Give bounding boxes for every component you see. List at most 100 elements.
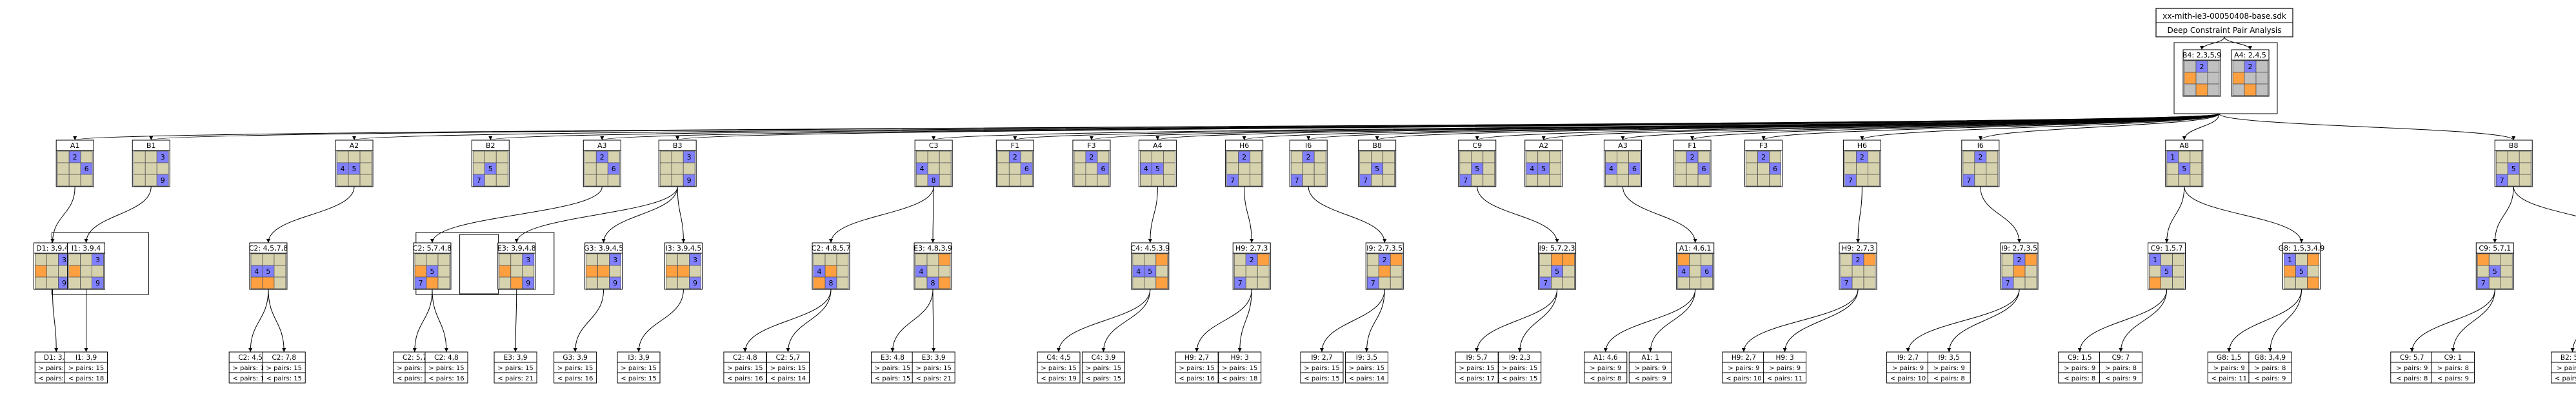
leaf-greater-pairs: > pairs: 15	[1179, 365, 1214, 372]
grid-cell	[57, 174, 70, 187]
grid-cell	[1852, 276, 1864, 289]
level3-edge	[601, 186, 678, 243]
grid-cell	[584, 150, 597, 163]
cell-digit: 2	[2200, 63, 2204, 71]
leaf-less-pairs: < pairs: 9	[1635, 375, 1666, 382]
grid-cell	[659, 162, 672, 175]
grid-cell	[1674, 162, 1687, 175]
grid-cell	[145, 162, 157, 175]
leaf-less-pairs: < pairs: 9	[2254, 375, 2286, 382]
leaf-title: H9: 2,7	[1732, 354, 1756, 362]
leaf-greater-pairs: > pairs: 15	[1041, 365, 1076, 372]
grid-cell	[2001, 253, 2014, 266]
cell-digit: 3	[687, 153, 692, 161]
leaf-title: C9: 1	[2444, 354, 2462, 362]
leaf-greater-pairs: > pairs: 15	[497, 365, 533, 372]
grid-cell	[595, 174, 608, 187]
grid-cell	[336, 174, 349, 187]
grid-cell	[472, 162, 485, 175]
grid-cell	[348, 150, 361, 163]
leaf-greater-pairs: > pairs: 15	[727, 365, 763, 372]
node-title: B8	[2509, 141, 2519, 150]
leaf-title: H9: 2,7	[1184, 354, 1209, 362]
leaf-box	[1498, 351, 1542, 384]
leaf-less-pairs: < pairs: 11	[2212, 375, 2247, 382]
grid-cell	[2207, 72, 2220, 85]
grid-cell	[484, 174, 497, 187]
leaf-node: E3: 3,9> pairs: 15< pairs: 21	[912, 351, 955, 384]
cell-digit: 7	[1966, 176, 1971, 185]
grid-cell	[836, 276, 849, 289]
grid-cell	[1390, 276, 1403, 289]
grid-cell	[584, 162, 597, 175]
leaf-less-pairs: < pairs: 17	[1459, 375, 1494, 382]
grid-cell	[813, 253, 826, 266]
node-title: I6	[1305, 141, 1312, 150]
level3-edge	[50, 186, 75, 243]
grid-cell	[938, 253, 951, 266]
cell-digit: 5	[1148, 267, 1152, 276]
node-title: A2	[350, 141, 359, 150]
leaf-box	[2099, 351, 2142, 384]
cell-digit: 2	[1978, 153, 1982, 161]
leaf-greater-pairs: > pairs: 9	[1769, 365, 1801, 372]
level2-edge	[1690, 113, 2220, 141]
level3-node: I9: 2,7,3,527	[2000, 242, 2039, 290]
grid-cell	[1986, 150, 1999, 163]
leaf-title: C4: 3,9	[1092, 354, 1116, 362]
leaf-title: B2: 5,7	[2561, 354, 2576, 362]
node-title: E3: 4,8,3,9	[914, 244, 952, 253]
leaf-edge	[743, 289, 832, 353]
leaf-box	[1927, 351, 1971, 384]
grid-cell	[348, 174, 361, 187]
cell-digit: 9	[613, 279, 617, 287]
grid-cell	[1746, 150, 1759, 163]
leaf-node: C2: 7,8> pairs: 15< pairs: 15	[262, 351, 306, 384]
level3-edge	[2164, 186, 2185, 243]
cell-digit: 7	[1844, 279, 1849, 287]
leaf-less-pairs: < pairs: 14	[397, 375, 432, 382]
node-title: A4: 2,4,5	[2234, 51, 2266, 59]
grid-cell	[927, 150, 940, 163]
cell-digit: 4	[920, 165, 924, 173]
leaf-edge	[1237, 289, 1252, 353]
grid-cell	[1551, 276, 1563, 289]
leaf-edge	[2227, 289, 2302, 353]
grid-cell	[133, 150, 146, 163]
leaf-greater-pairs: > pairs: 9	[1728, 365, 1759, 372]
grid-cell	[1674, 150, 1687, 163]
leaf-node: C9: 5,7> pairs: 9< pairs: 8	[2390, 351, 2434, 384]
grid-cell	[1020, 150, 1033, 163]
cell-digit: 9	[526, 279, 530, 287]
leaf-edge	[432, 289, 448, 353]
grid-cell	[1008, 162, 1021, 175]
level2-edge	[1761, 113, 2220, 141]
grid-cell	[133, 162, 146, 175]
node-title: A4	[1153, 141, 1163, 150]
grid-cell	[1085, 162, 1098, 175]
grid-cell	[68, 162, 81, 175]
cell-digit: 4	[1681, 267, 1686, 276]
grid-cell	[1628, 174, 1641, 187]
grid-cell	[1537, 174, 1550, 187]
level3-node: C9: 5,7,157	[2475, 242, 2514, 290]
root-edge	[2224, 36, 2252, 50]
grid-cell	[1537, 150, 1550, 163]
leaf-less-pairs: < pairs: 15	[1502, 375, 1537, 382]
grid-cell	[595, 162, 608, 175]
grid-cell	[426, 253, 439, 266]
grid-cell	[1539, 265, 1552, 278]
leaf-box	[1722, 351, 1766, 384]
grid-cell	[2195, 72, 2208, 85]
leaf-node: G8: 3,4,9> pairs: 8< pairs: 9	[2248, 351, 2292, 384]
node-title: I1: 3,9,4	[72, 244, 101, 253]
leaf-box	[1455, 351, 1499, 384]
grid-cell	[1226, 162, 1239, 175]
grid-cell	[262, 276, 275, 289]
cell-digit: 5	[2511, 165, 2516, 173]
grid-cell	[2295, 253, 2308, 266]
